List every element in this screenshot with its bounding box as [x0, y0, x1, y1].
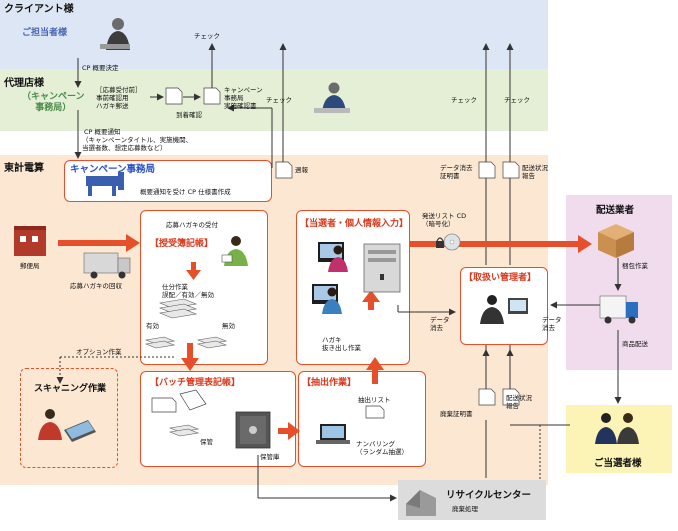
laptop-icon: [316, 424, 350, 444]
manager-person-icon: [480, 295, 528, 324]
cp-notice-label: CP 概要通知: [84, 128, 121, 136]
numbering-label: ナンバリング （ランダム抽選）: [356, 440, 408, 456]
handling-manager-box: [460, 267, 548, 345]
pre-start-label: ［応募受付前］ 事前確認用 ハガキ郵送: [96, 86, 142, 110]
delivery-report-mid-label: 配送状況 報告: [506, 394, 532, 410]
delivery-report-top-label: 配送状況 報告: [522, 164, 548, 180]
batch-register-title: 【バッチ管理表記帳】: [150, 378, 241, 388]
post-office-icon: [14, 226, 46, 256]
card-extract-label: ハガキ 抜き出し作業: [322, 336, 361, 352]
scanning-title: スキャニング作業: [34, 384, 107, 394]
agency-person-icon: [314, 82, 350, 113]
check-label-3: チェック: [451, 96, 477, 104]
recycle-building-icon: [406, 490, 436, 516]
collection-label: 応募ハガキの回収: [70, 282, 122, 290]
agency-title: 代理店様: [4, 78, 44, 89]
client-sub: ご担当者様: [22, 28, 68, 38]
package-icon: [598, 224, 634, 258]
winner-persons-icon: [595, 413, 639, 444]
extraction-title: 【抽出作業】: [302, 378, 357, 388]
option-work-label: オプション作業: [76, 348, 122, 356]
cp-spec-label: 概要通知を受け CP 仕様書作成: [140, 188, 231, 196]
invalid-label: 無効: [222, 322, 235, 330]
disposal-cert-label: 廃棄証明書: [440, 410, 473, 418]
handling-manager-title: 【取扱い管理者】: [464, 273, 537, 283]
office-desk-icon: [86, 172, 124, 196]
cp-notice-detail: （キャンペーンタイトル、実施機関、 当選者数、想定応募数など）: [82, 136, 193, 152]
data-erase-label-2: データ 消去: [542, 316, 562, 332]
receipt-register-title: 【授受簿記帳】: [150, 239, 214, 249]
storage-label: 保管: [200, 438, 213, 446]
server-icon: [363, 243, 401, 293]
check-label-1: チェック: [194, 32, 220, 40]
recycle-title: リサイクルセンター: [446, 490, 532, 501]
pc-operator-icons: [312, 242, 348, 314]
post-office-label: 郵便局: [20, 262, 40, 270]
delivery-band: [566, 195, 672, 370]
client-title: クライアント様: [4, 4, 74, 15]
delivery-label: 商品配送: [622, 340, 648, 348]
data-erase-cert-label: データ消去 証明書: [440, 164, 473, 180]
collection-truck-icon: [83, 252, 131, 279]
scanning-box: [20, 368, 118, 468]
delivery-truck-icon: [599, 295, 638, 324]
storage-room-label: 保管庫: [260, 453, 280, 461]
packing-label: 梱包作業: [622, 262, 648, 270]
extraction-box: [298, 371, 426, 467]
extract-list-label: 抽出リスト: [358, 396, 391, 404]
document-icons: [151, 87, 520, 419]
valid-label: 有効: [146, 322, 159, 330]
scanning-person-icon: [38, 409, 96, 442]
check-label-2: チェック: [266, 96, 292, 104]
weekly-label: 週報: [295, 166, 308, 174]
winner-title: ご当選者様: [594, 458, 642, 469]
client-band: [0, 0, 548, 69]
delivery-company-title: 配送業者: [596, 205, 635, 216]
card-stacks-icon: [144, 298, 228, 437]
agency-sub: （キャンペーン 事務局）: [22, 92, 85, 113]
ship-list-label: 発送リスト CD （暗号化）: [422, 212, 467, 228]
receipt-box-label: 応募ハガキの受付: [166, 221, 218, 229]
toto-title: 東計電算: [4, 163, 44, 174]
safe-icon: [235, 411, 271, 449]
campaign-office-title: キャンペーン事務局: [70, 164, 156, 175]
cd-icon: [436, 233, 461, 251]
disposal-label: 廃棄処理: [452, 505, 478, 513]
winner-input-title: 【当選者・個人情報入力】: [300, 219, 409, 229]
data-erase-label-1: データ 消去: [430, 316, 450, 332]
check-label-4: チェック: [504, 96, 530, 104]
arrival-check-label: 到着確認: [176, 111, 202, 119]
cp-decision-label: CP 概要決定: [82, 64, 119, 72]
agency-band: [0, 69, 548, 131]
client-person-icon: [100, 18, 130, 50]
sorting-label: 仕分作業 誤配／有効／無効: [162, 283, 214, 299]
receipt-person-icon: [221, 236, 248, 266]
campaign-doc-label: キャンペーン 事務局 実施確認書: [224, 86, 263, 110]
